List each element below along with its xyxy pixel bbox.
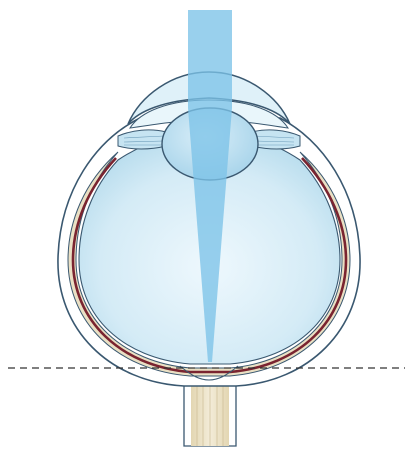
eye-diagram [0,0,409,451]
